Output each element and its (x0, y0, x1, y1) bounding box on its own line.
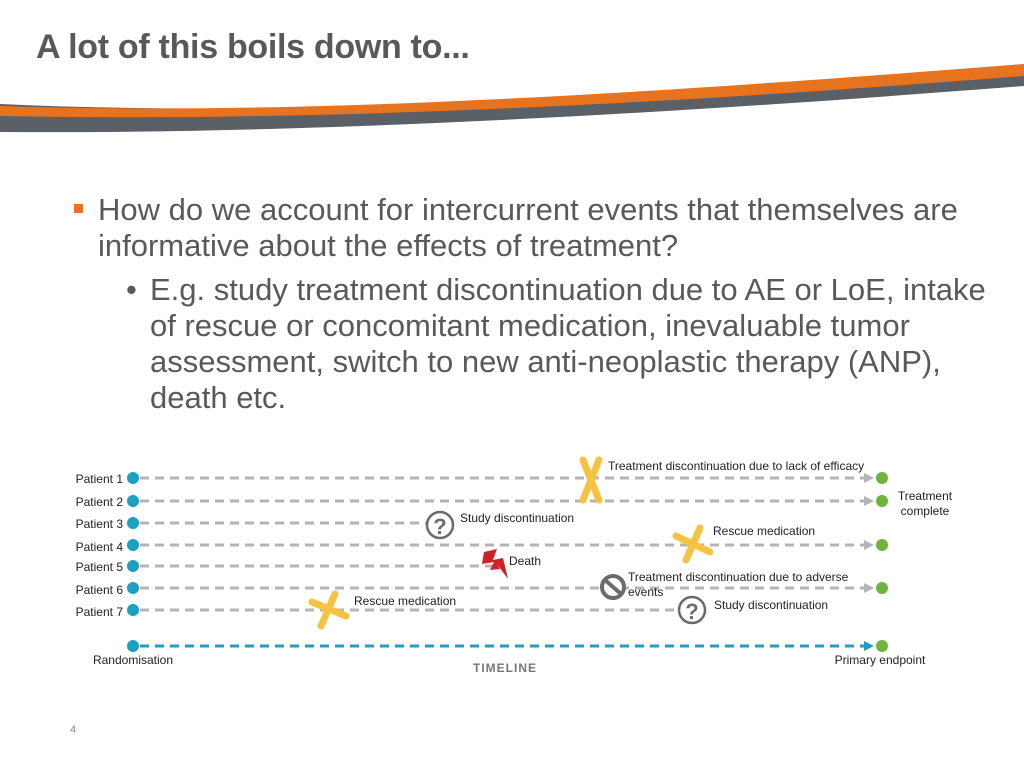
yellow-cross-icon (579, 456, 603, 504)
patient-dot-1 (127, 472, 139, 484)
no-entry-icon (600, 574, 626, 600)
event-treatment-complete-line1: Treatment (898, 489, 953, 503)
event-adverse-events-line1: Treatment discontinuation due to adverse (628, 570, 849, 584)
event-rescue-medication-2: Rescue medication (354, 594, 456, 608)
patient-label-7: Patient 7 (76, 605, 124, 619)
bullet-sub: • E.g. study treatment discontinuation d… (74, 272, 1004, 416)
patient-dot-4 (127, 539, 139, 551)
event-lack-of-efficacy: Treatment discontinuation due to lack of… (608, 459, 864, 473)
endpoint-dot-2 (876, 495, 888, 507)
patient-label-4: Patient 4 (76, 540, 124, 554)
lightning-icon (482, 549, 508, 579)
question-mark-icon: ? (425, 510, 455, 540)
question-mark-icon: ? (677, 595, 707, 625)
event-adverse-events-line2: events (628, 585, 663, 599)
svg-text:?: ? (685, 599, 698, 624)
event-treatment-complete-line2: complete (901, 504, 950, 518)
yellow-cross-icon (308, 590, 350, 630)
patient-dot-6 (127, 582, 139, 594)
page-number: 4 (70, 724, 77, 736)
endpoint-dot-1 (876, 472, 888, 484)
patient-label-6: Patient 6 (76, 583, 124, 597)
swoosh-orange-band (0, 64, 1024, 118)
timeline-start-dot (127, 640, 139, 652)
endpoint-dot-4 (876, 539, 888, 551)
patient-label-2: Patient 2 (76, 495, 124, 509)
endpoint-dot-6 (876, 582, 888, 594)
patient-dot-2 (127, 495, 139, 507)
patient-dot-7 (127, 604, 139, 616)
event-study-discontinuation-2: Study discontinuation (714, 598, 828, 612)
patient-dot-3 (127, 517, 139, 529)
header-swoosh (0, 64, 1024, 133)
yellow-cross-icon (672, 524, 714, 564)
timeline-start-label: Randomisation (93, 653, 173, 667)
patient-label-1: Patient 1 (76, 472, 124, 486)
timeline-end-dot (876, 640, 888, 652)
event-death: Death (509, 554, 541, 568)
patient-timeline-diagram: Patient 1 Patient 2 Patient 3 Patient 4 … (76, 456, 953, 675)
patient-dot-5 (127, 560, 139, 572)
bullet-main: How do we account for intercurrent event… (74, 192, 1004, 264)
bullet-list: How do we account for intercurrent event… (74, 192, 1004, 416)
timeline-axis-label: TIMELINE (473, 661, 537, 675)
event-rescue-medication-1: Rescue medication (713, 524, 815, 538)
square-bullet-icon (74, 204, 83, 213)
event-study-discontinuation-1: Study discontinuation (460, 511, 574, 525)
patient-label-3: Patient 3 (76, 517, 124, 531)
slide-title: A lot of this boils down to... (36, 28, 470, 66)
bullet-sub-text: E.g. study treatment discontinuation due… (150, 272, 986, 415)
patient-label-5: Patient 5 (76, 560, 124, 574)
bullet-main-text: How do we account for intercurrent event… (98, 192, 958, 263)
timeline-end-label: Primary endpoint (835, 653, 926, 667)
round-bullet-icon: • (126, 272, 137, 307)
svg-text:?: ? (433, 514, 446, 539)
